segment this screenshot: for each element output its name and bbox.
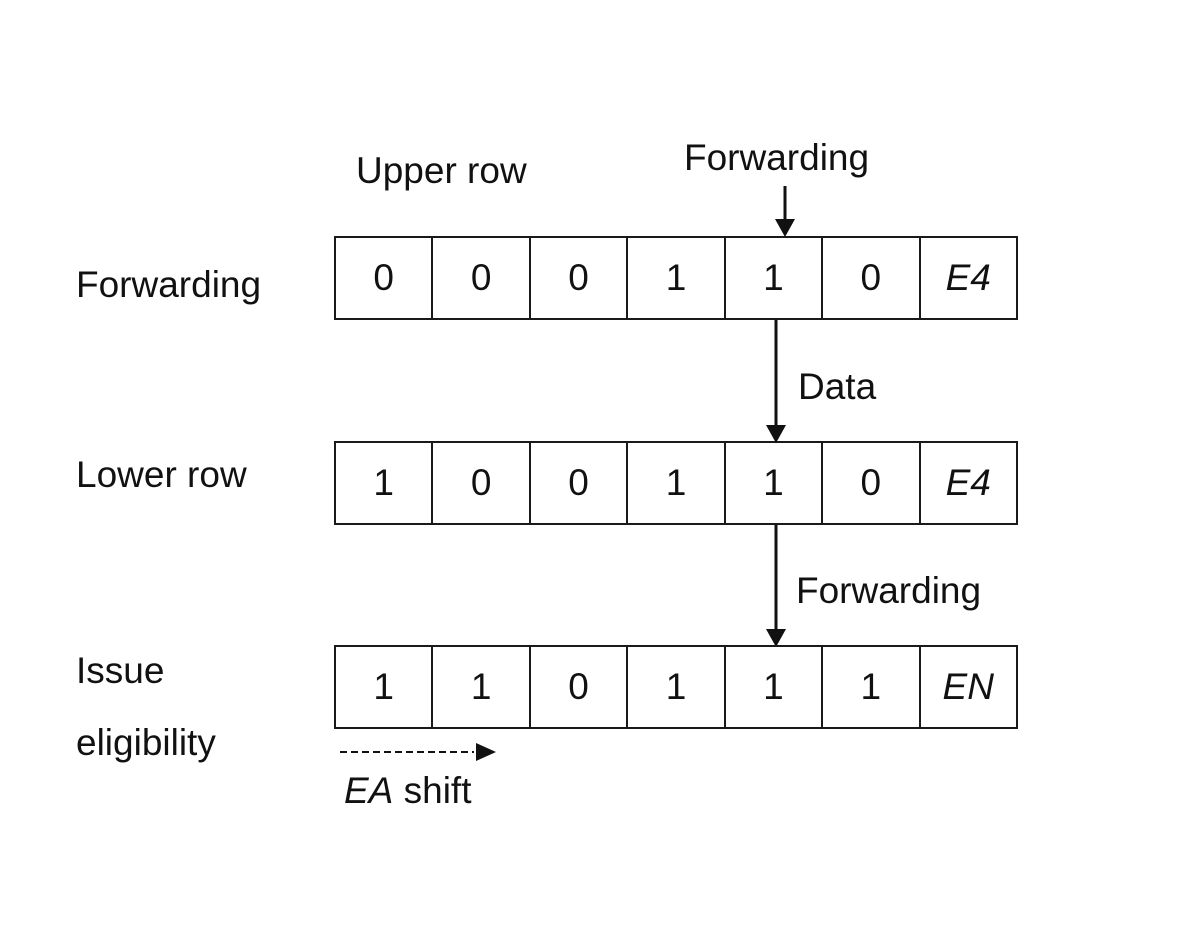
register-cell: 1 — [821, 647, 918, 727]
data-arrowhead — [766, 425, 786, 443]
top-forwarding-caption: Forwarding — [684, 137, 870, 178]
register-tag-cell: EN — [918, 647, 1016, 727]
forwarding-arrow-label: Forwarding — [796, 570, 982, 611]
register-cell: 1 — [723, 647, 821, 727]
register-tag-cell: E4 — [918, 238, 1016, 318]
register-cell: 1 — [723, 238, 821, 318]
ea-shift-label-italic: EA — [344, 770, 394, 811]
register-cell: 1 — [431, 647, 528, 727]
lower-register-row: 1 0 0 1 1 0 E4 — [334, 441, 1018, 525]
register-cell: 0 — [431, 238, 528, 318]
ea-shift-arrowhead — [476, 743, 496, 761]
issue-eligibility-register-row: 1 1 0 1 1 1 EN — [334, 645, 1018, 729]
register-cell: 0 — [373, 257, 394, 298]
register-cell: 0 — [431, 443, 528, 523]
register-cell: 0 — [821, 238, 918, 318]
row2-label: Lower row — [76, 454, 247, 495]
register-tag-cell: E4 — [918, 443, 1016, 523]
register-cell: 1 — [723, 443, 821, 523]
register-cell: 1 — [626, 647, 723, 727]
row3-label-line2: eligibility — [76, 722, 216, 763]
ea-shift-label-rest: shift — [393, 770, 472, 811]
register-cell: 0 — [528, 443, 626, 523]
register-cell: 0 — [821, 443, 918, 523]
forwarding-in-arrowhead — [775, 219, 795, 237]
row1-label: Forwarding — [76, 264, 262, 305]
forwarding-register-row: 0 0 0 1 1 0 E4 — [334, 236, 1018, 320]
register-cell: 0 — [528, 238, 626, 318]
row3-label-line1: Issue — [76, 650, 165, 691]
ea-shift-label: EA shift — [344, 772, 472, 809]
data-arrow-label: Data — [798, 366, 877, 407]
forwarding-arrowhead — [766, 629, 786, 647]
register-cell: 1 — [373, 462, 394, 503]
register-cell: 1 — [626, 238, 723, 318]
upper-row-caption: Upper row — [356, 150, 527, 191]
register-cell: 0 — [528, 647, 626, 727]
register-cell: 1 — [626, 443, 723, 523]
register-cell: 1 — [373, 666, 394, 707]
